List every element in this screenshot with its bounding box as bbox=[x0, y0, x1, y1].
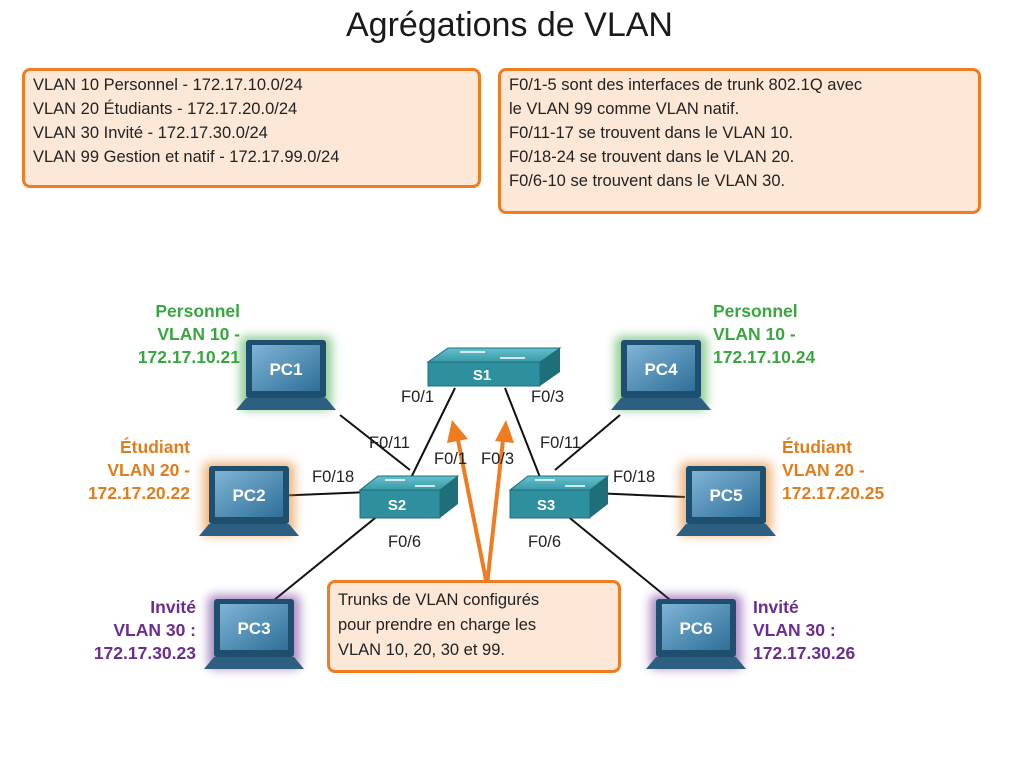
pc-group: Personnel bbox=[713, 301, 798, 321]
note-line: VLAN 99 Gestion et natif - 172.17.99.0/2… bbox=[33, 148, 340, 166]
pc2-computer[interactable]: PC2 bbox=[199, 462, 299, 536]
pc-ip: 172.17.20.22 bbox=[87, 483, 190, 503]
port-label: F0/6 bbox=[388, 533, 422, 551]
pc-group: Invité bbox=[150, 597, 196, 617]
port-label: F0/1 bbox=[434, 450, 468, 468]
note-line: VLAN 20 Étudiants - 172.17.20.0/24 bbox=[33, 100, 298, 118]
pc-group: Personnel bbox=[155, 301, 240, 321]
pc5-label: Étudiant VLAN 20 - 172.17.20.25 bbox=[782, 436, 884, 505]
note-line: le VLAN 99 comme VLAN natif. bbox=[509, 100, 740, 118]
note-line: F0/11-17 se trouvent dans le VLAN 10. bbox=[509, 124, 794, 142]
note-line: F0/18-24 se trouvent dans le VLAN 20. bbox=[509, 148, 795, 166]
pc-vlan: VLAN 10 - bbox=[157, 324, 240, 344]
link-lines bbox=[247, 387, 686, 609]
pc6-label: Invité VLAN 30 : 172.17.30.26 bbox=[753, 596, 855, 665]
pc-label: PC2 bbox=[232, 486, 265, 505]
pc-group: Étudiant bbox=[120, 437, 190, 457]
switch-label: S3 bbox=[537, 497, 555, 514]
port-label: F0/1 bbox=[401, 388, 435, 406]
note-line: VLAN 10 Personnel - 172.17.10.0/24 bbox=[33, 76, 303, 94]
pc1-label: Personnel VLAN 10 - 172.17.10.21 bbox=[80, 300, 240, 369]
pc-ip: 172.17.30.26 bbox=[753, 643, 856, 663]
pc-vlan: VLAN 20 - bbox=[107, 460, 190, 480]
port-label: F0/3 bbox=[531, 388, 565, 406]
port-label: F0/18 bbox=[613, 468, 656, 486]
pc1-computer[interactable]: PC1 bbox=[236, 336, 336, 410]
port-label: F0/18 bbox=[312, 468, 355, 486]
pc4-computer[interactable]: PC4 bbox=[611, 336, 711, 410]
note-line: Trunks de VLAN configurés bbox=[338, 591, 540, 609]
pc-vlan: VLAN 10 - bbox=[713, 324, 796, 344]
pc-label: PC3 bbox=[237, 619, 270, 638]
pc-label: PC1 bbox=[269, 360, 302, 379]
pc-ip: 172.17.10.21 bbox=[137, 347, 240, 367]
pc-label: PC5 bbox=[709, 486, 742, 505]
pc-group: Invité bbox=[753, 597, 799, 617]
note-line: pour prendre en charge les bbox=[338, 616, 537, 634]
port-assignment-note: F0/1-5 sont des interfaces de trunk 802.… bbox=[498, 68, 981, 214]
pc4-label: Personnel VLAN 10 - 172.17.10.24 bbox=[713, 300, 815, 369]
pc-label: PC6 bbox=[679, 619, 712, 638]
port-label: F0/11 bbox=[369, 434, 410, 452]
port-label: F0/11 bbox=[540, 434, 581, 452]
pc-ip: 172.17.20.25 bbox=[782, 483, 885, 503]
port-label: F0/3 bbox=[481, 450, 515, 468]
vlan-subnet-note: VLAN 10 Personnel - 172.17.10.0/24 VLAN … bbox=[22, 68, 481, 188]
switch-s1[interactable]: S1 bbox=[426, 347, 562, 387]
page-title: Agrégations de VLAN bbox=[346, 6, 673, 44]
switch-s2[interactable]: S2 bbox=[358, 475, 460, 519]
port-label: F0/6 bbox=[528, 533, 562, 551]
pc6-computer[interactable]: PC6 bbox=[646, 595, 746, 669]
switch-label: S2 bbox=[388, 497, 406, 514]
switch-label: S1 bbox=[473, 367, 491, 384]
note-line: VLAN 10, 20, 30 et 99. bbox=[338, 641, 505, 659]
note-line: F0/6-10 se trouvent dans le VLAN 30. bbox=[509, 172, 786, 190]
trunk-arrows bbox=[447, 420, 514, 586]
pc-label: PC4 bbox=[644, 360, 678, 379]
pc5-computer[interactable]: PC5 bbox=[676, 462, 776, 536]
pc3-computer[interactable]: PC3 bbox=[204, 595, 304, 669]
pc-ip: 172.17.10.24 bbox=[713, 347, 816, 367]
note-line: F0/1-5 sont des interfaces de trunk 802.… bbox=[509, 76, 863, 94]
note-line: VLAN 30 Invité - 172.17.30.0/24 bbox=[33, 124, 268, 142]
pc-vlan: VLAN 20 - bbox=[782, 460, 865, 480]
pc2-label: Étudiant VLAN 20 - 172.17.20.22 bbox=[30, 436, 190, 505]
pc3-label: Invité VLAN 30 : 172.17.30.23 bbox=[36, 596, 196, 665]
pc-vlan: VLAN 30 : bbox=[113, 620, 196, 640]
pc-group: Étudiant bbox=[782, 437, 852, 457]
pc-vlan: VLAN 30 : bbox=[753, 620, 836, 640]
trunk-callout: Trunks de VLAN configurés pour prendre e… bbox=[327, 580, 621, 673]
pc-ip: 172.17.30.23 bbox=[93, 643, 196, 663]
switch-s3[interactable]: S3 bbox=[508, 475, 610, 519]
